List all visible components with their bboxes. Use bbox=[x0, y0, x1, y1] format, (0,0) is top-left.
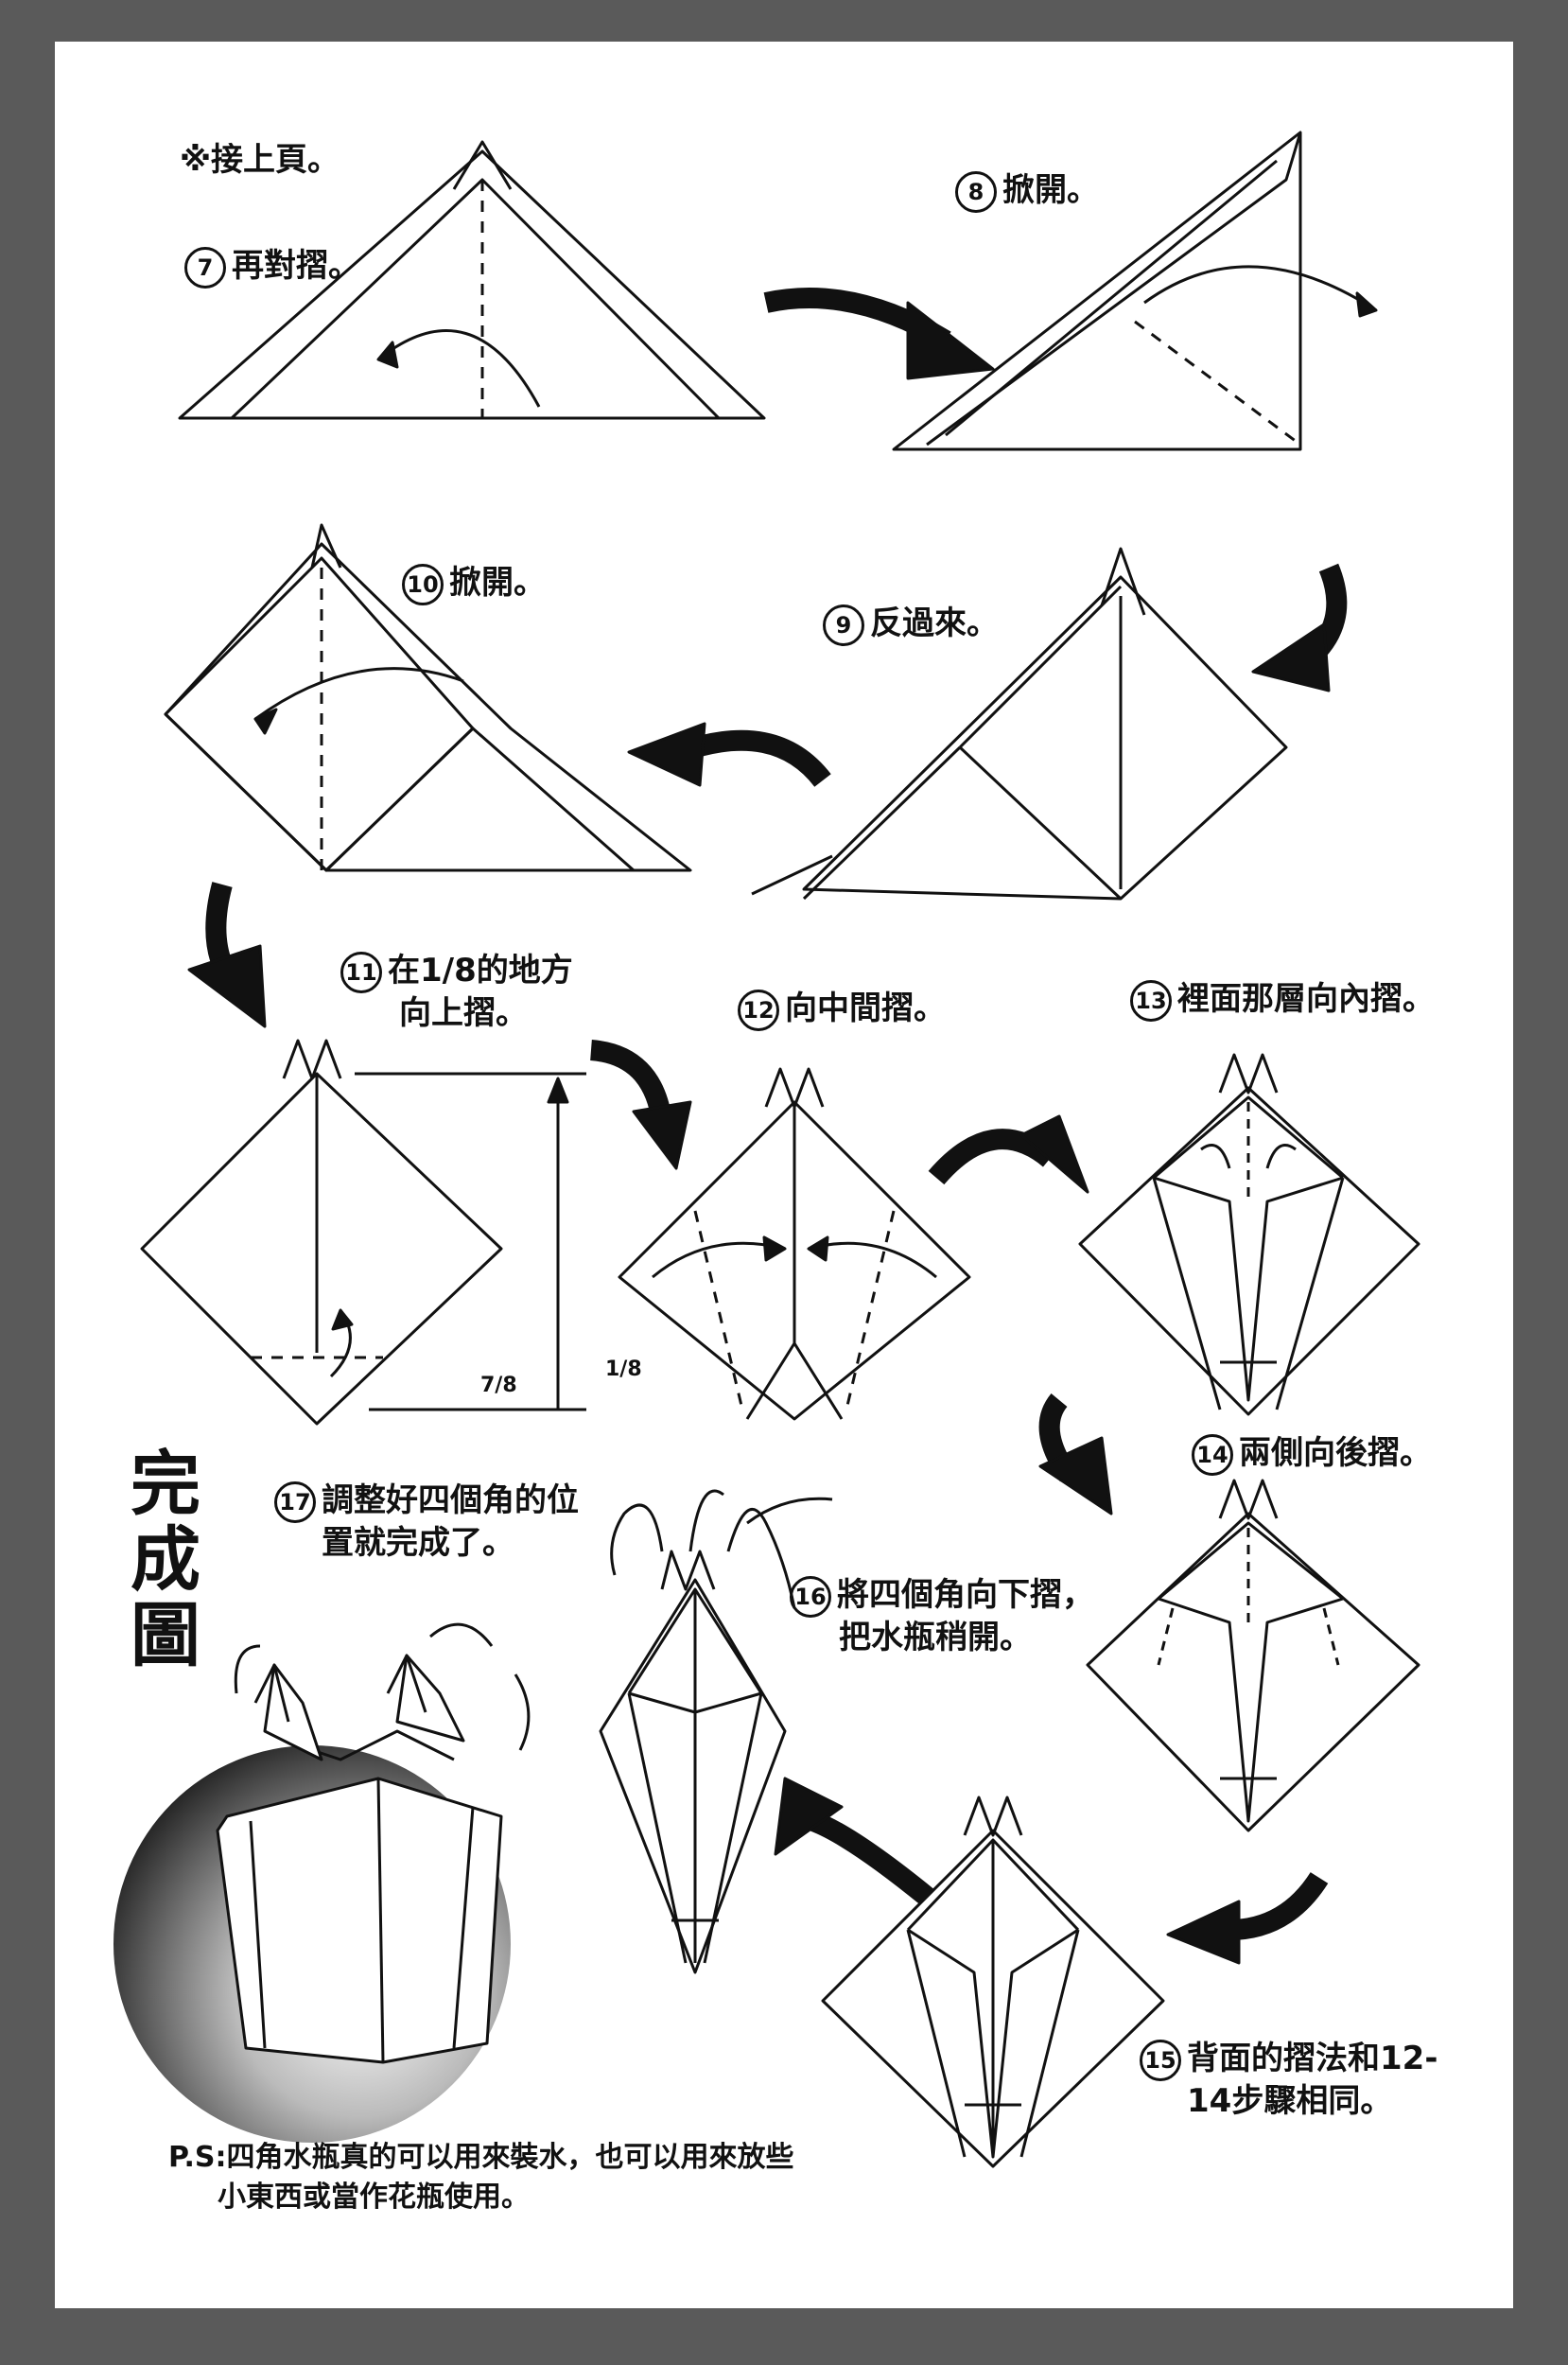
step-16-number: 16 bbox=[790, 1575, 831, 1618]
ps-note-line2: 小東西或當作花瓶使用。 bbox=[218, 2181, 530, 2214]
diagram-step-12 bbox=[618, 1067, 971, 1421]
finished-title-char-3: 圖 bbox=[131, 1594, 200, 1676]
step-11-number: 11 bbox=[340, 951, 382, 993]
step-9-number: 9 bbox=[823, 604, 864, 646]
step-16-text-line1: 將四個角向下摺， bbox=[837, 1576, 1094, 1614]
step-15-number: 15 bbox=[1140, 2039, 1181, 2081]
step-13-text: 裡面那層向內摺。 bbox=[1177, 980, 1435, 1018]
arrow-15-to-16 bbox=[809, 1811, 933, 1905]
arrowhead-13-to-14 bbox=[1038, 1436, 1113, 1515]
arrowhead-11-to-12 bbox=[632, 1100, 692, 1170]
diagram-finished-vase bbox=[113, 1622, 531, 2143]
step-16-text-line2: 把水瓶稍開。 bbox=[839, 1618, 1032, 1656]
diagram-step-7 bbox=[178, 140, 766, 420]
ps-note-line1: P.S:四角水瓶真的可以用來裝水，也可以用來放些 bbox=[168, 2141, 794, 2174]
diagram-step-10 bbox=[164, 523, 692, 872]
diagram-step-14 bbox=[1086, 1479, 1420, 1832]
diagram-step-15 bbox=[821, 1796, 1165, 2168]
step-11-text-line1: 在1/8的地方 bbox=[388, 952, 573, 990]
step-14-number: 14 bbox=[1192, 1433, 1233, 1476]
finished-title-char-1: 完 bbox=[131, 1444, 200, 1525]
arrowhead-14-to-15 bbox=[1166, 1900, 1241, 1965]
arrowhead-9-to-10 bbox=[627, 722, 706, 787]
diagram-step-11 bbox=[140, 1039, 586, 1426]
step-17-text-line1: 調整好四個角的位 bbox=[322, 1481, 579, 1519]
arrowhead-10-to-11 bbox=[187, 944, 267, 1028]
step-13-number: 13 bbox=[1130, 979, 1172, 1022]
finished-title: 完 成 圖 bbox=[123, 1444, 208, 1676]
arrowhead-12-to-13 bbox=[1019, 1114, 1089, 1194]
diagram-step-8 bbox=[892, 131, 1378, 451]
diagram-step-13 bbox=[1078, 1053, 1420, 1416]
measure-left-label: 7/8 bbox=[480, 1374, 517, 1397]
step-7-number: 7 bbox=[184, 246, 226, 289]
header-note: ※接上頁。 bbox=[180, 141, 340, 179]
step-17-number: 17 bbox=[274, 1480, 316, 1523]
step-15-text-line2: 14步驟相同。 bbox=[1187, 2081, 1393, 2120]
step-10-text: 掀開。 bbox=[449, 564, 546, 602]
measure-right-label: 1/8 bbox=[605, 1358, 642, 1381]
ps-note: P.S:四角水瓶真的可以用來裝水，也可以用來放些 小東西或當作花瓶使用。 bbox=[168, 2138, 793, 2217]
diagram-step-9 bbox=[751, 547, 1288, 901]
step-10-number: 10 bbox=[402, 563, 444, 605]
arrowhead-7-to-8 bbox=[906, 301, 995, 380]
finished-title-char-2: 成 bbox=[131, 1518, 200, 1601]
step-12-text: 向中間摺。 bbox=[785, 990, 946, 1027]
step-8-text: 掀開。 bbox=[1002, 171, 1099, 209]
diagram-step-16 bbox=[599, 1489, 833, 1974]
step-15-text-line1: 背面的摺法和12- bbox=[1187, 2040, 1438, 2077]
step-8-number: 8 bbox=[955, 170, 997, 213]
step-9-text: 反過來。 bbox=[870, 604, 999, 642]
step-17-text-line2: 置就完成了。 bbox=[322, 1523, 514, 1562]
arrowhead-15-to-16 bbox=[774, 1777, 844, 1856]
step-14-text: 兩側向後摺。 bbox=[1239, 1434, 1432, 1472]
step-12-number: 12 bbox=[738, 989, 779, 1031]
arrow-14-to-15 bbox=[1228, 1871, 1329, 1940]
arrowhead-8-to-9 bbox=[1251, 622, 1331, 692]
step-11-text-line2: 向上摺。 bbox=[399, 993, 528, 1032]
step-7-text: 再對摺。 bbox=[232, 247, 360, 285]
